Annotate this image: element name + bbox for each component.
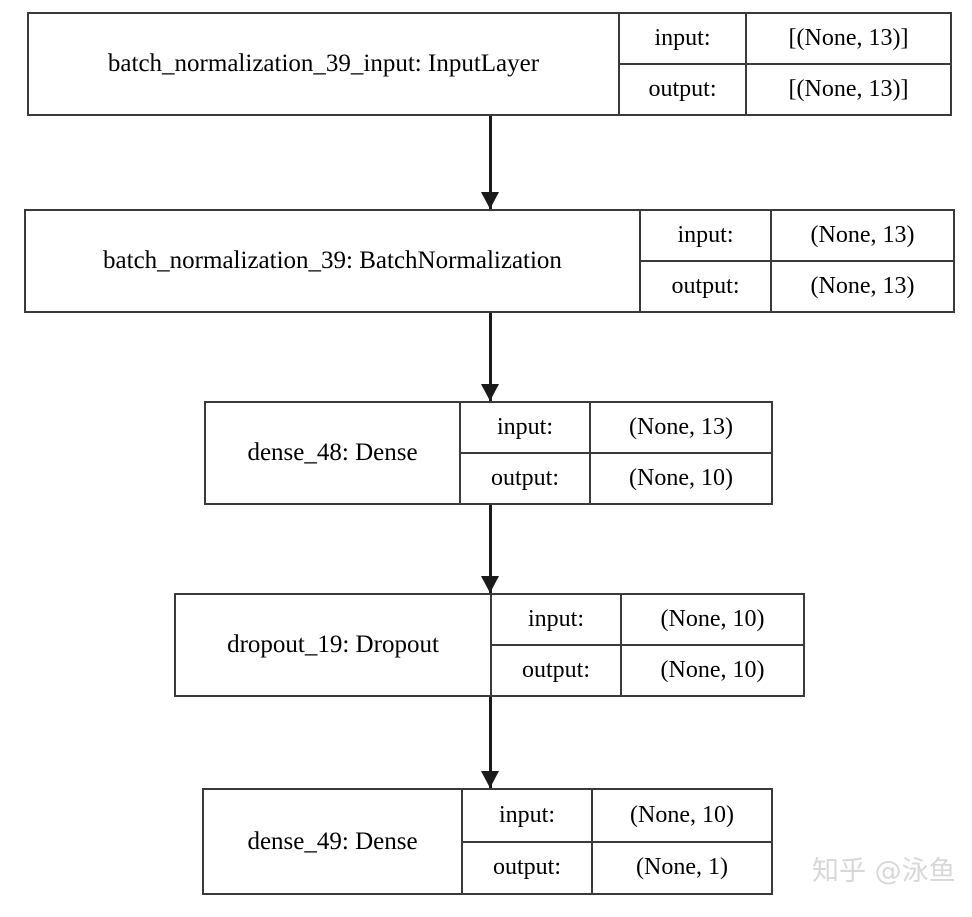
- node-input-row: input: (None, 13): [641, 211, 953, 262]
- node-input-row: input: (None, 13): [461, 403, 771, 454]
- node-input-label: input:: [620, 14, 747, 63]
- node-input-row: input: (None, 10): [463, 790, 771, 843]
- node-input-label: input:: [492, 595, 622, 644]
- graph-node-dropout-19: dropout_19: Dropout input: (None, 10) ou…: [174, 593, 805, 697]
- node-output-label: output:: [461, 454, 591, 503]
- node-io-table: input: [(None, 13)] output: [(None, 13)]: [620, 14, 950, 114]
- arrowhead-icon: [481, 384, 499, 401]
- arrowhead-icon: [481, 771, 499, 788]
- node-output-row: output: (None, 10): [492, 646, 803, 695]
- node-output-row: output: (None, 13): [641, 262, 953, 311]
- edge-line: [489, 697, 492, 788]
- node-output-label: output:: [641, 262, 772, 311]
- graph-edge-batchnorm-to-dense48: [481, 313, 499, 401]
- node-input-shape: (None, 10): [660, 606, 765, 632]
- node-input-shape: (None, 13): [629, 414, 733, 440]
- node-io-table: input: (None, 13) output: (None, 10): [461, 403, 771, 503]
- node-input-shape: (None, 13): [810, 222, 915, 248]
- node-io-table: input: (None, 13) output: (None, 13): [641, 211, 953, 311]
- node-input-row: input: [(None, 13)]: [620, 14, 950, 65]
- node-input-label: input:: [463, 790, 593, 841]
- graph-node-batch-normalization-39: batch_normalization_39: BatchNormalizati…: [24, 209, 955, 313]
- node-output-label: output:: [463, 842, 593, 893]
- node-output-label: output:: [620, 65, 747, 114]
- node-io-table: input: (None, 10) output: (None, 10): [492, 595, 803, 695]
- arrowhead-icon: [481, 576, 499, 593]
- graph-edge-input-to-batchnorm: [481, 116, 499, 209]
- node-input-shape: (None, 10): [630, 801, 734, 828]
- edge-line: [489, 505, 492, 593]
- node-input-row: input: (None, 10): [492, 595, 803, 646]
- node-output-shape: (None, 10): [660, 657, 765, 683]
- node-io-table: input: (None, 10) output: (None, 1): [463, 790, 771, 893]
- node-output-shape: (None, 1): [636, 854, 728, 881]
- graph-edge-dropout19-to-dense49: [481, 697, 499, 788]
- graph-node-dense-49: dense_49: Dense input: (None, 10) output…: [202, 788, 773, 895]
- node-label: dense_49: Dense: [204, 790, 463, 893]
- arrowhead-icon: [481, 192, 499, 209]
- node-label: batch_normalization_39: BatchNormalizati…: [26, 211, 641, 311]
- zhihu-watermark: 知乎 @泳鱼: [812, 856, 956, 887]
- node-label: dense_48: Dense: [206, 403, 461, 503]
- node-label: batch_normalization_39_input: InputLayer: [29, 14, 620, 114]
- node-output-row: output: (None, 10): [461, 454, 771, 503]
- node-output-label: output:: [492, 646, 622, 695]
- edge-line: [489, 116, 492, 209]
- node-input-shape: [(None, 13)]: [788, 25, 909, 51]
- node-output-row: output: [(None, 13)]: [620, 65, 950, 114]
- node-input-label: input:: [461, 403, 591, 452]
- node-output-shape: (None, 10): [629, 465, 733, 491]
- graph-node-dense-48: dense_48: Dense input: (None, 13) output…: [204, 401, 773, 505]
- node-label: dropout_19: Dropout: [176, 595, 492, 695]
- node-output-shape: (None, 13): [810, 273, 915, 299]
- edge-line: [489, 313, 492, 401]
- graph-node-batch-normalization-39-input: batch_normalization_39_input: InputLayer…: [27, 12, 952, 116]
- graph-edge-dense48-to-dropout19: [481, 505, 499, 593]
- node-output-row: output: (None, 1): [463, 842, 771, 893]
- node-output-shape: [(None, 13)]: [788, 76, 909, 102]
- node-input-label: input:: [641, 211, 772, 260]
